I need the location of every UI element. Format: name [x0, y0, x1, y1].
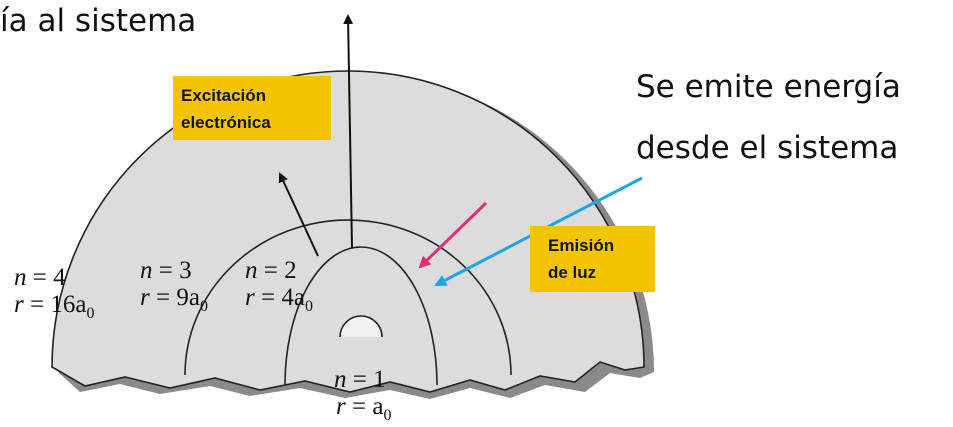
orbit-n3-r-label: r = 9a0: [140, 284, 208, 315]
top-right-caption-line2: desde el sistema: [636, 130, 898, 166]
orbit-n3-n-label: n = 3: [140, 257, 192, 284]
orbit-n1-n-label: n = 1: [334, 366, 386, 393]
orbit-n1-circle: [339, 315, 383, 338]
excitation-label-box: Excitación electrónica: [173, 76, 331, 140]
emission-label-box: Emisión de luz: [530, 226, 655, 292]
excitation-label-line1: Excitación: [181, 86, 266, 105]
orbit-n3-line: [184, 219, 512, 376]
top-right-caption-line1: Se emite energía: [636, 69, 901, 105]
emission-arrow-pink: [418, 201, 488, 269]
orbit-n2-line: [284, 246, 438, 386]
orbit-n4-r-label: r = 16a0: [14, 291, 94, 322]
orbit-n1-r-label: r = a0: [336, 393, 391, 424]
orbit-n2-n-label: n = 2: [245, 257, 297, 284]
excitation-arrow-long: [343, 14, 354, 249]
top-left-caption: ía al sistema: [0, 3, 196, 39]
emission-label-line1: Emisión: [548, 236, 614, 255]
emission-label-line2: de luz: [548, 263, 596, 282]
orbit-n2-r-label: r = 4a0: [245, 284, 313, 315]
excitation-arrow-short: [278, 172, 319, 257]
excitation-label-line2: electrónica: [181, 113, 271, 132]
orbit-n4-n-label: n = 4: [14, 264, 66, 291]
